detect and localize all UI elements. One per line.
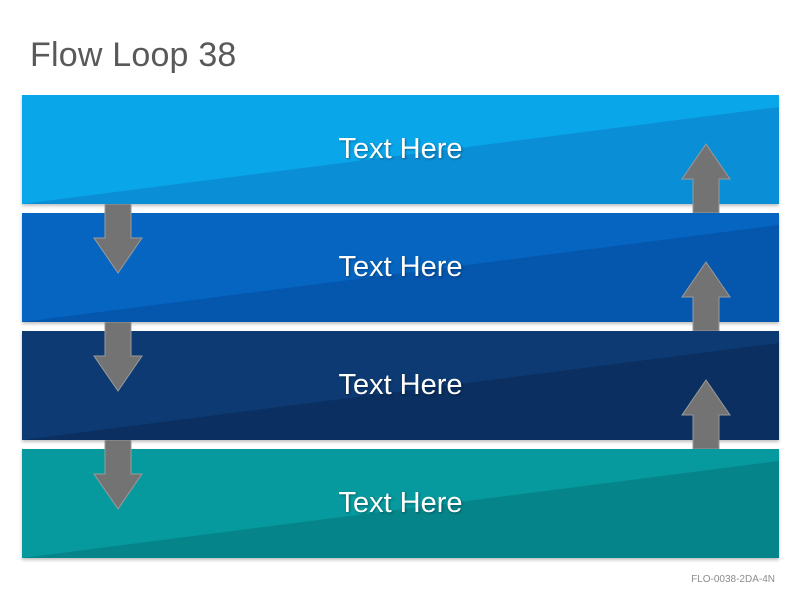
band-1-diagonal-shade <box>22 107 779 204</box>
band-3-label: Text Here <box>338 369 463 401</box>
flow-band-1: Text Here <box>22 95 779 204</box>
band-3-diagonal-shade <box>22 343 779 440</box>
flow-band-4: Text Here <box>22 449 779 558</box>
up-arrow-icon <box>681 261 731 331</box>
slide-title: Flow Loop 38 <box>30 36 237 74</box>
footer-product-code: FLO-0038-2DA-4N <box>691 574 775 585</box>
up-arrow-icon <box>681 143 731 213</box>
flow-band-2: Text Here <box>22 213 779 322</box>
down-arrow-icon <box>93 322 143 392</box>
band-1-label: Text Here <box>338 133 463 165</box>
down-arrow-icon <box>93 440 143 510</box>
band-4-diagonal-shade <box>22 461 779 558</box>
band-2-label: Text Here <box>338 251 463 283</box>
up-arrow-icon <box>681 379 731 449</box>
band-4-label: Text Here <box>338 487 463 519</box>
down-arrow-icon <box>93 204 143 274</box>
band-2-diagonal-shade <box>22 225 779 322</box>
flow-band-3: Text Here <box>22 331 779 440</box>
